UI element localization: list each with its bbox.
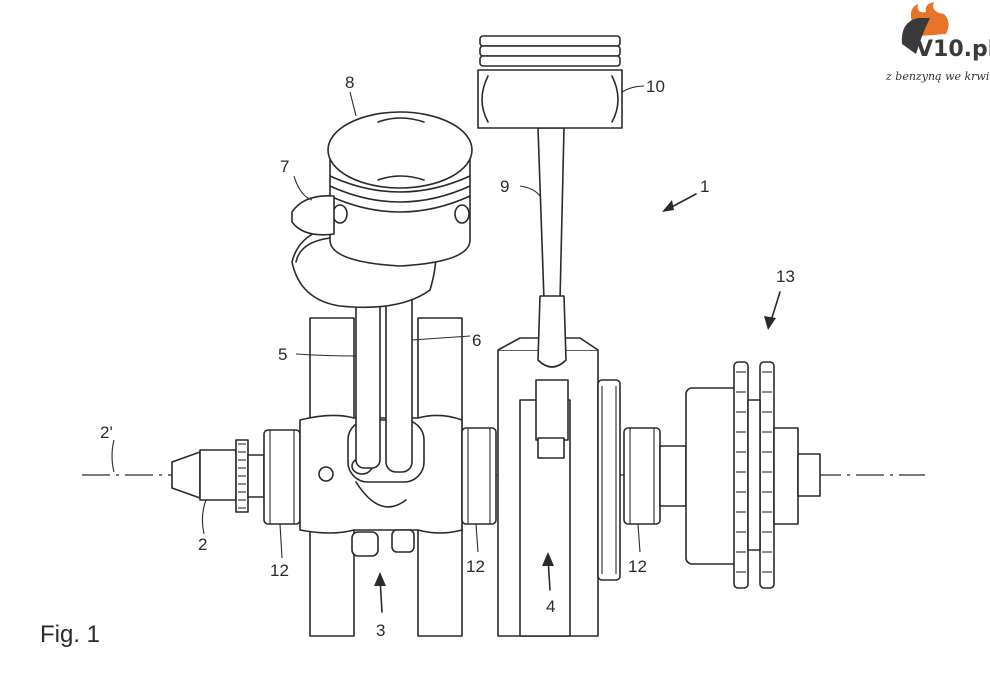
label-7: 7 — [280, 157, 289, 176]
label-9: 9 — [500, 177, 509, 196]
label-5: 5 — [278, 345, 287, 364]
logo-text: V10.pl — [916, 37, 990, 62]
main-bearing-center — [461, 427, 497, 525]
label-8: 8 — [345, 73, 354, 92]
label-3: 3 — [376, 621, 385, 640]
label-13: 13 — [776, 267, 795, 286]
label-2: 2 — [198, 535, 207, 554]
label-4: 4 — [546, 597, 555, 616]
crankshaft-left-end — [171, 439, 265, 513]
label-12-right: 12 — [628, 557, 647, 576]
tire-mark-icon — [901, 18, 930, 54]
label-6: 6 — [472, 331, 481, 350]
label-1: 1 — [700, 177, 709, 196]
label-2-prime: 2' — [100, 423, 113, 442]
main-bearing-left — [263, 429, 301, 525]
piston-8-assembly — [291, 111, 473, 473]
label-10: 10 — [646, 77, 665, 96]
main-bearing-right — [623, 427, 687, 525]
piston-10-assembly — [477, 35, 623, 459]
output-gear-13 — [685, 361, 821, 589]
label-12-left: 12 — [270, 561, 289, 580]
label-12-center: 12 — [466, 557, 485, 576]
figure-caption: Fig. 1 — [40, 621, 100, 648]
logo-tagline: z benzyną we krwi — [885, 70, 989, 83]
site-logo: V10.pl z benzyną we krwi — [885, 2, 990, 83]
leader-lines — [111, 85, 781, 613]
